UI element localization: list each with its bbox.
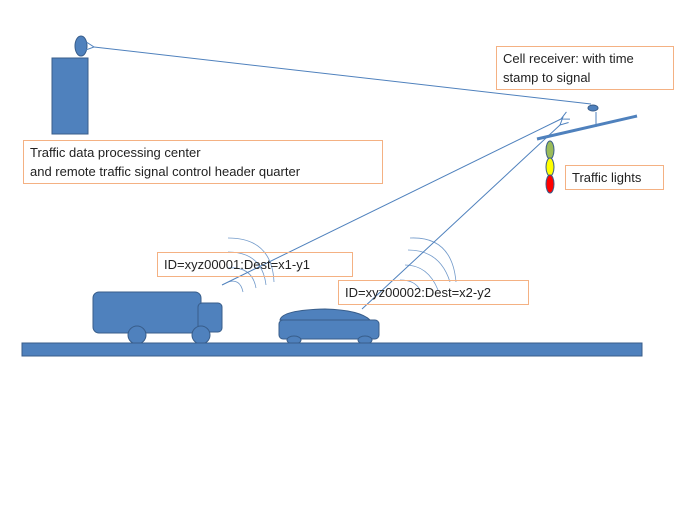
truck [92, 291, 223, 345]
vehicle1-id-label: ID=xyz00001:Dest=x1-y1 [157, 252, 353, 277]
traffic-lights-label: Traffic lights [565, 165, 664, 190]
uplink-arrow [94, 47, 592, 105]
vehicle1-signal-line [221, 119, 561, 286]
traffic-light-yellow [545, 157, 555, 177]
cell-receiver-label-line2: stamp to signal [503, 70, 591, 85]
road [21, 342, 643, 357]
traffic-light-red [545, 174, 555, 194]
vehicle2-id-label: ID=xyz00002:Dest=x2-y2 [338, 280, 529, 305]
car [278, 308, 380, 345]
vehicle2-id-text: ID=xyz00002:Dest=x2-y2 [345, 285, 491, 300]
traffic-light-green [545, 140, 555, 160]
signal-gantry [536, 114, 638, 141]
cell-receiver-label: Cell receiver: with time stamp to signal [496, 46, 674, 90]
processing-center-label-line1: Traffic data processing center [30, 145, 201, 160]
processing-center-label-line2: and remote traffic signal control header… [30, 164, 301, 179]
vehicle1-id-text: ID=xyz00001:Dest=x1-y1 [164, 257, 310, 272]
processing-center-building [51, 57, 89, 135]
cell-receiver-label-line1: Cell receiver: with time [503, 51, 634, 66]
processing-center-label: Traffic data processing center and remot… [23, 140, 383, 184]
cell-receiver [587, 104, 599, 112]
vehicle2-signal-line [361, 125, 560, 310]
traffic-lights-label-text: Traffic lights [572, 170, 642, 185]
processing-center-antenna [74, 35, 88, 57]
